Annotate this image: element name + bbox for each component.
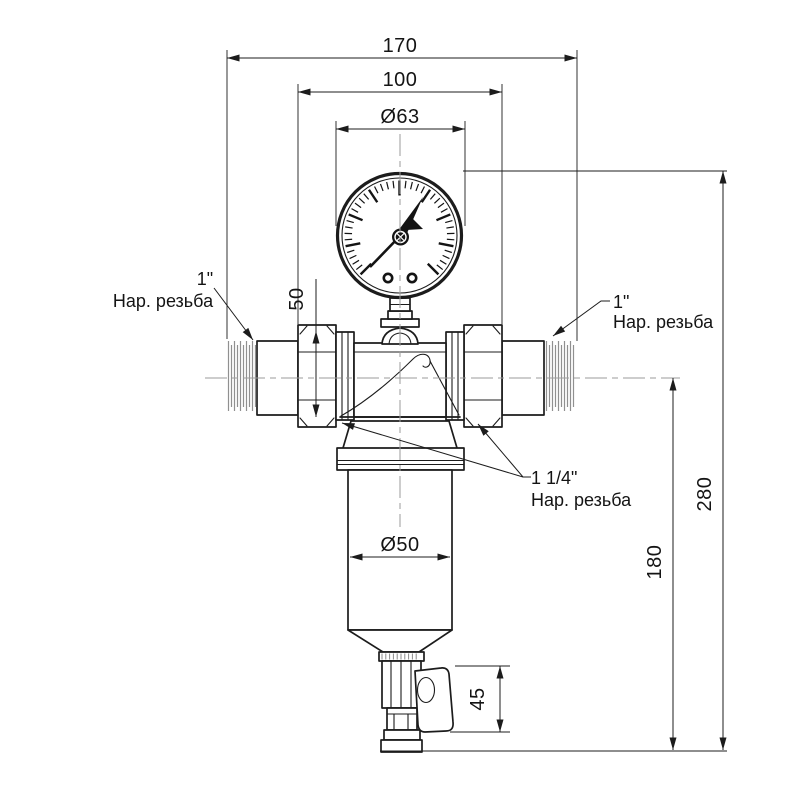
- dim-union-width: 100: [383, 69, 418, 91]
- left-tailpiece-ring: [335, 331, 355, 421]
- drain-handle: [414, 667, 454, 733]
- dial-screw-left: [382, 272, 394, 284]
- drain-handle-hole: [416, 676, 436, 704]
- dim-drain-height: 45: [467, 687, 489, 710]
- left-union-nut: [297, 324, 337, 428]
- right-port-thread: Нар. резьба: [613, 312, 714, 332]
- left-port-leader: [213, 287, 254, 341]
- drain-thread-hatch: [381, 653, 417, 660]
- dial-screw-right: [406, 272, 418, 284]
- bowl-thread-size: 1 1/4": [531, 468, 577, 488]
- right-port-size: 1": [613, 292, 629, 312]
- thread-labels: 1" Нар. резьба 1" Нар. резьба 1 1/4" Нар…: [113, 269, 714, 510]
- left-port-thread: Нар. резьба: [113, 291, 214, 311]
- bowl-thread-leader-left: [341, 422, 524, 478]
- dim-overall-height: 280: [694, 477, 716, 512]
- drain-valve: [378, 651, 454, 753]
- right-male-thread: [545, 341, 575, 411]
- right-union-nut: [463, 324, 503, 428]
- pressure-gauge: [335, 171, 464, 300]
- dim-overall-width: 170: [383, 35, 418, 57]
- body-deflector-line: [340, 353, 431, 417]
- dim-axis-to-bottom: 180: [644, 545, 666, 580]
- bowl-thread-leader-right: [477, 423, 531, 478]
- right-port-leader: [552, 300, 610, 337]
- gauge-scale-ticks: [344, 180, 455, 276]
- left-male-thread: [227, 341, 257, 411]
- bowl-cone: [347, 629, 453, 653]
- dim-bowl-diameter: Ø50: [380, 534, 419, 556]
- dim-gauge-diameter: Ø63: [380, 106, 419, 128]
- dim-nut-height: 50: [286, 287, 308, 310]
- bowl-thread-label: Нар. резьба: [531, 490, 632, 510]
- dimensions: 170 100 Ø63 50 Ø50 45 180 280: [226, 35, 727, 752]
- left-port-size: 1": [197, 269, 213, 289]
